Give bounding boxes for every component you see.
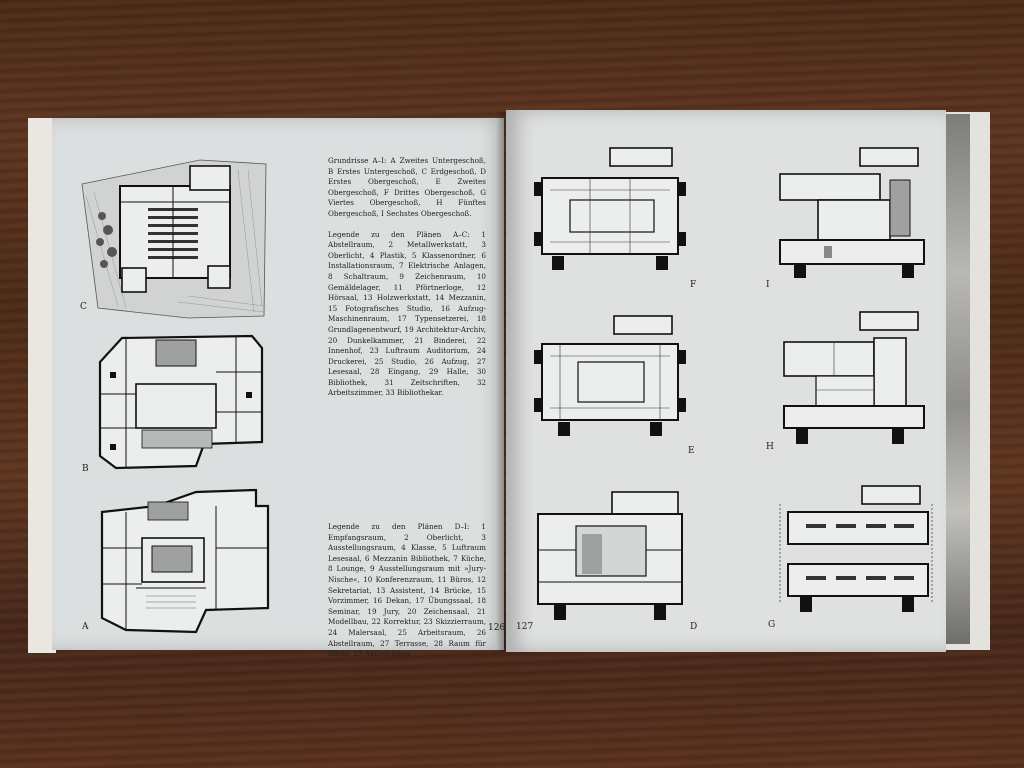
- floor-plan-e: [530, 314, 690, 450]
- plan-label-g: G: [768, 620, 776, 630]
- plan-label-f: F: [690, 280, 697, 290]
- legend-d-i-text: Legende zu den Plänen D–I: 1 Empfangsrau…: [328, 522, 486, 659]
- floor-plan-g: [776, 484, 936, 624]
- floor-plan-h: [774, 310, 930, 454]
- page-number-right: 127: [516, 622, 534, 632]
- next-page-photo-strip: [946, 114, 970, 644]
- page-number-left: 126: [488, 623, 505, 633]
- caption-text: Grundrisse A–I: A Zweites Untergeschoß, …: [328, 156, 486, 218]
- legend-text-lower: Legende zu den Plänen D–I: 1 Empfangsrau…: [328, 522, 486, 670]
- floor-plan-b: [96, 332, 264, 472]
- floor-plan-f: [530, 146, 690, 282]
- legend-text-upper: Grundrisse A–I: A Zweites Untergeschoß, …: [328, 156, 486, 409]
- left-page: C B: [52, 118, 505, 658]
- plan-label-d: D: [690, 622, 698, 632]
- legend-a-c-text: Legende zu den Plänen A–C: 1 Abstellraum…: [328, 229, 486, 398]
- right-page: F I E: [506, 110, 946, 652]
- book-cover-left-edge: [28, 118, 56, 653]
- plan-label-e: E: [688, 446, 695, 456]
- floor-plan-c: [78, 156, 270, 320]
- plan-label-h: H: [766, 442, 774, 452]
- plan-label-a: A: [82, 622, 89, 632]
- floor-plan-a: [96, 488, 272, 634]
- plan-label-i: I: [766, 280, 770, 290]
- plan-label-b: B: [82, 464, 89, 474]
- floor-plan-d: [532, 490, 688, 628]
- plan-label-c: C: [80, 302, 87, 312]
- floor-plan-i: [774, 146, 930, 286]
